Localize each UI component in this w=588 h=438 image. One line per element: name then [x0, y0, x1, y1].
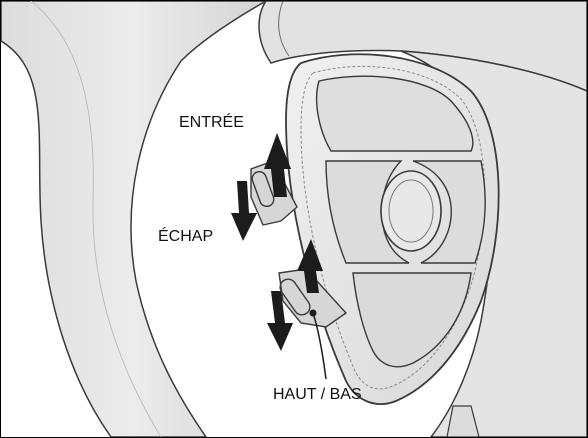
label-enter: ENTRÉE: [179, 112, 244, 131]
center-oval-button: [381, 171, 441, 251]
label-escape: ÉCHAP: [158, 226, 213, 245]
label-up-down: HAUT / BAS: [273, 386, 362, 403]
steering-wheel-rim: [1, 1, 266, 437]
